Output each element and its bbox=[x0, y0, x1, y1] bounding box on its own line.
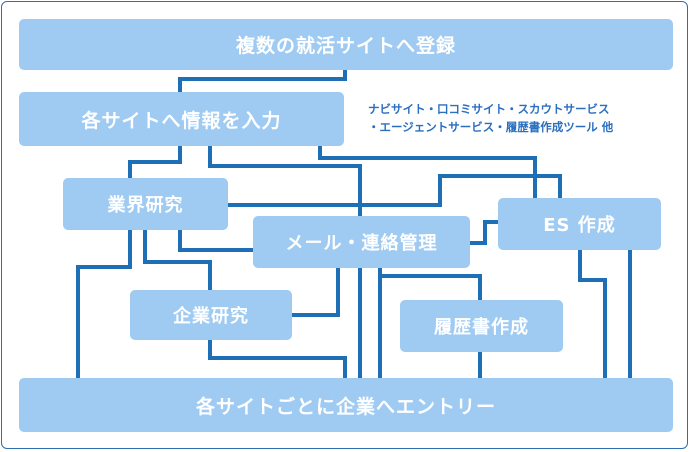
input-info-box: 各サイトへ情報を入力 bbox=[19, 92, 344, 146]
site-types-note-line1: ナビサイト・口コミサイト・スカウトサービス bbox=[368, 102, 610, 116]
site-types-note: ナビサイト・口コミサイト・スカウトサービス ・エージェントサービス・履歴書作成ツ… bbox=[368, 100, 613, 136]
connector-mail-company bbox=[292, 268, 340, 317]
es-creation-label: ES 作成 bbox=[543, 215, 616, 236]
es-creation-box: ES 作成 bbox=[498, 198, 661, 250]
input-info-label: 各サイトへ情報を入力 bbox=[81, 109, 282, 132]
connector-mail-resume bbox=[378, 268, 482, 300]
resume-creation-box: 履歴書作成 bbox=[400, 300, 563, 352]
company-entry-box: 各サイトごとに企業へエントリー bbox=[19, 378, 673, 432]
connector-es-entry-mid bbox=[578, 250, 607, 378]
connector-register-input bbox=[178, 70, 347, 92]
connector-industry-mail bbox=[178, 230, 253, 252]
connector-input-es bbox=[318, 146, 537, 198]
connector-industry-es bbox=[228, 174, 562, 207]
connector-industry-company bbox=[143, 230, 212, 290]
company-research-box: 企業研究 bbox=[130, 290, 292, 340]
industry-research-box: 業界研究 bbox=[63, 178, 228, 230]
mail-management-label: メール・連絡管理 bbox=[285, 233, 438, 254]
company-research-label: 企業研究 bbox=[173, 306, 249, 327]
resume-creation-label: 履歴書作成 bbox=[434, 317, 529, 338]
connector-company-entry bbox=[208, 340, 347, 378]
mail-management-box: メール・連絡管理 bbox=[253, 216, 470, 268]
site-types-note-line2: ・エージェントサービス・履歴書作成ツール 他 bbox=[368, 120, 614, 134]
connector-industry-entry-left bbox=[76, 230, 132, 378]
connector-input-industry bbox=[128, 146, 182, 178]
company-entry-label: 各サイトごとに企業へエントリー bbox=[195, 395, 496, 418]
connector-input-down bbox=[208, 146, 362, 216]
register-sites-label: 複数の就活サイトへ登録 bbox=[235, 35, 456, 57]
industry-research-label: 業界研究 bbox=[107, 195, 184, 216]
connector-mail-es bbox=[470, 220, 498, 245]
register-sites-box: 複数の就活サイトへ登録 bbox=[19, 19, 673, 70]
